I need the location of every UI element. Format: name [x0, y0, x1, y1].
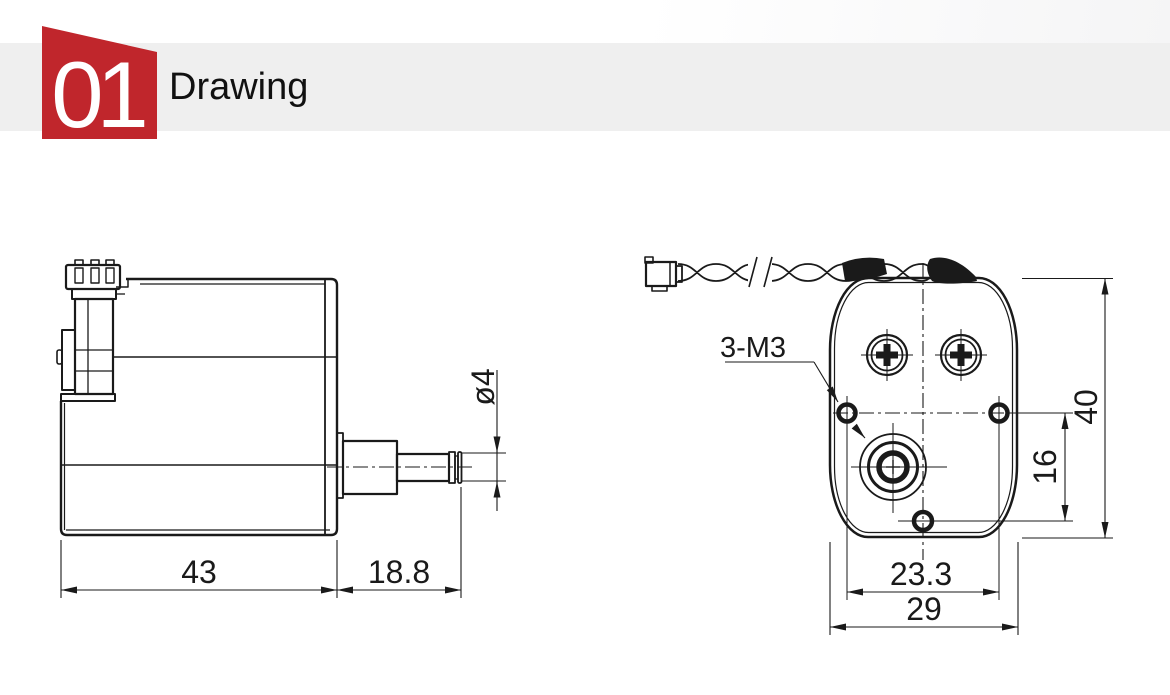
- shaft-boss-front: [851, 423, 947, 513]
- section-number-badge: 01: [42, 26, 157, 139]
- wire-break-mark: [748, 256, 758, 288]
- header-band: [0, 43, 1170, 131]
- wire-break-mark: [763, 256, 773, 288]
- heatshrink-sleeve: [927, 257, 977, 284]
- thread-callout: 3-M3: [720, 332, 866, 439]
- header-background: [0, 0, 1170, 43]
- dimension-label-height: 40: [1068, 389, 1104, 425]
- dimension-hole-spacing: 23.3: [847, 556, 999, 596]
- dimension-width: 29: [829, 542, 1019, 635]
- side-view: 43 18.8 ø4: [56, 259, 506, 598]
- wire-harness: [644, 253, 977, 292]
- dimension-shaft-diameter: ø4: [462, 368, 506, 511]
- heatshrink-sleeve: [842, 257, 887, 282]
- mounting-hole-bottom: [911, 509, 935, 533]
- motor-body-side-outline: [59, 277, 339, 537]
- dimension-label-hole-spacing: 23.3: [890, 556, 952, 592]
- mounting-hole-right: [988, 402, 1010, 424]
- thread-callout-label: 3-M3: [720, 332, 786, 364]
- dimension-label-width: 29: [906, 591, 942, 627]
- section-title: Drawing: [169, 66, 309, 108]
- wire-connector: [644, 256, 683, 292]
- dimension-label-body-length: 43: [181, 554, 217, 590]
- terminal-connector-side: [56, 259, 129, 402]
- dimension-label-hole-offset: 16: [1027, 449, 1063, 485]
- dimension-hole-offset: 16: [936, 412, 1073, 522]
- dimension-body-length: 43: [60, 540, 338, 598]
- dimension-height: 40: [1022, 277, 1113, 539]
- section-number: 01: [51, 42, 149, 148]
- dimension-label-shaft-diameter: ø4: [465, 368, 501, 405]
- phillips-screw-right: [935, 329, 987, 381]
- dimension-shaft-length: 18.8: [337, 487, 462, 598]
- output-shaft-side: [327, 432, 476, 499]
- dimension-label-shaft-length: 18.8: [368, 554, 430, 590]
- front-view: 3-M3 40 16 23.3: [644, 253, 1113, 635]
- mounting-hole-left: [836, 402, 858, 424]
- phillips-screw-left: [861, 329, 913, 381]
